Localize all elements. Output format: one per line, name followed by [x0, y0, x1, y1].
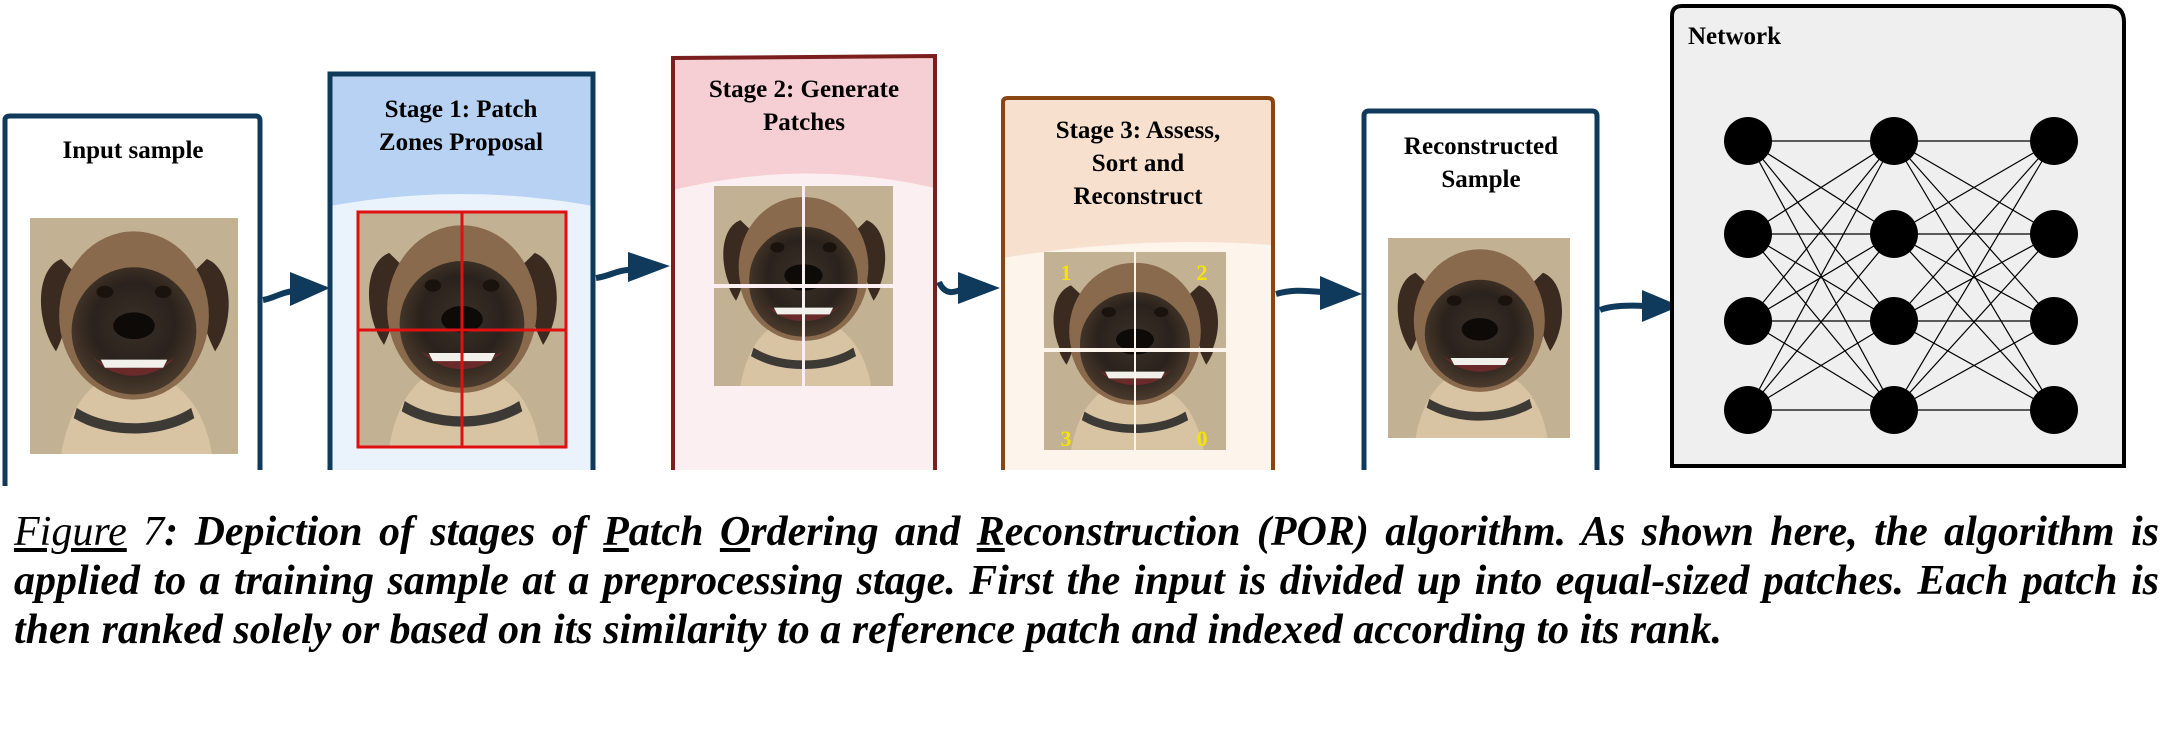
network-connection: [1747, 140, 1895, 322]
stage3-title-line1: Stage 3: Assess,: [1056, 117, 1221, 144]
caption-figure-word: Figure: [14, 509, 127, 555]
neural-network: [1724, 117, 2078, 434]
network-node: [1870, 297, 1918, 345]
caption-text-1: : Depiction of stages of: [164, 509, 604, 555]
stage3-title-line3: Reconstruct: [1073, 183, 1203, 210]
network-connection: [1893, 140, 2055, 235]
stage2-box: Stage 2: Generate Patches: [671, 53, 937, 470]
reconstructed-title-line2: Sample: [1441, 166, 1520, 193]
input-sample-box: Input sample: [2, 113, 263, 486]
network-title: Network: [1688, 23, 1781, 50]
stage1-box: Stage 1: Patch Zones Proposal: [327, 71, 596, 470]
network-node: [2030, 210, 2078, 258]
network-node: [1724, 386, 1772, 434]
network-connection: [1893, 233, 2055, 411]
arrow-reconstructed-to-network: [1598, 290, 1680, 322]
reconstructed-image: [1388, 238, 1570, 438]
network-node: [1724, 297, 1772, 345]
reconstructed-title-line1: Reconstructed: [1404, 133, 1558, 160]
stage3-reconstructed-patches: 1 2 3 0: [1044, 252, 1226, 451]
network-connection: [1747, 140, 1895, 235]
arrow-stage2-to-stage3: [936, 272, 1000, 304]
network-node: [1724, 210, 1772, 258]
stage2-title-line2: Patches: [763, 109, 845, 136]
network-node: [2030, 117, 2078, 165]
network-connection: [1747, 233, 1895, 411]
network-node: [1870, 210, 1918, 258]
reconstructed-box: Reconstructed Sample: [1361, 108, 1600, 470]
stage2-title-line1: Stage 2: Generate: [709, 76, 899, 103]
stage3-title-line2: Sort and: [1092, 150, 1184, 177]
por-diagram: Input sample Stage 1: Patch Zones Propos…: [2, 4, 2126, 486]
caption-letter-o: O: [719, 509, 751, 555]
network-connection: [1747, 233, 1895, 322]
network-connection: [1893, 233, 2055, 322]
caption-text-4: econstruction (POR) algorithm. As shown …: [14, 509, 2159, 653]
stage1-title-line1: Stage 1: Patch: [385, 96, 538, 123]
patch-index-label: 0: [1197, 426, 1208, 451]
arrow-stage3-to-reconstructed: [1275, 276, 1362, 310]
input-dog-image: [30, 218, 238, 454]
arrow-input-to-stage1: [262, 272, 330, 306]
stage1-title-line2: Zones Proposal: [379, 129, 543, 156]
caption-letter-p: P: [603, 509, 629, 555]
network-connection: [1893, 140, 2055, 411]
arrow-stage1-to-stage2: [595, 252, 670, 282]
caption-text-2: atch: [628, 509, 720, 555]
patch-zone-grid: [356, 210, 568, 449]
network-node: [2030, 297, 2078, 345]
network-connection: [1893, 320, 2055, 411]
network-connection: [1747, 140, 1895, 411]
network-node: [1870, 117, 1918, 165]
caption-text-3: rdering and: [750, 509, 977, 555]
input-sample-title: Input sample: [62, 137, 203, 164]
caption-letter-r: R: [976, 509, 1005, 555]
network-box: Network: [1670, 4, 2126, 468]
network-node: [1870, 386, 1918, 434]
patch-index-label: 3: [1061, 426, 1072, 451]
patch-index-label: 1: [1061, 260, 1072, 285]
figure-caption: Figure 7: Depiction of stages of Patch O…: [14, 508, 2159, 655]
network-node: [1724, 117, 1772, 165]
stage3-box: Stage 3: Assess, Sort and Reconstruct 1 …: [1001, 96, 1275, 470]
network-node: [2030, 386, 2078, 434]
network-connection: [1893, 140, 2055, 322]
caption-figure-num: 7: [126, 509, 165, 555]
patch-index-label: 2: [1197, 260, 1208, 285]
network-connection: [1747, 320, 1895, 411]
